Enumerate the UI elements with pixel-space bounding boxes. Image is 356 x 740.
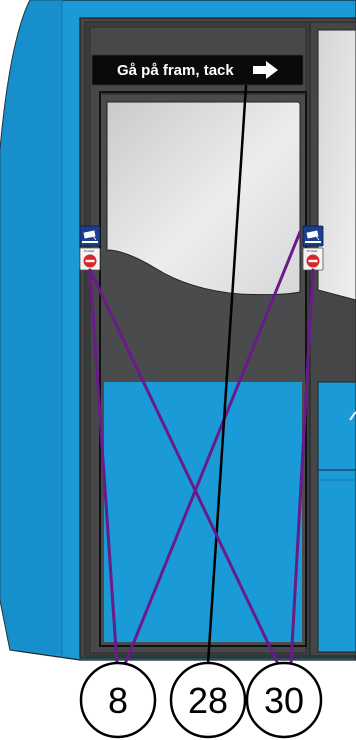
- door-sign-text: Gå på fram, tack: [117, 62, 234, 79]
- no-entry-caption: Endast: [84, 249, 95, 253]
- callout-label-28: 28: [188, 680, 228, 721]
- sticker-group-right: Endast: [303, 226, 323, 270]
- callout-28: 28: [171, 663, 245, 737]
- callout-label-8: 8: [108, 680, 128, 721]
- callout-30: 30: [247, 663, 321, 737]
- right-window: [318, 30, 356, 300]
- door-leaf: [100, 92, 306, 646]
- door-lower-panel: [104, 382, 302, 642]
- no-entry-caption: Endast: [307, 249, 318, 253]
- callout-label-30: 30: [264, 680, 304, 721]
- bus-front-shadow: [0, 0, 62, 655]
- right-panel: [310, 22, 356, 656]
- callouts: 8 28 30: [81, 663, 321, 737]
- sticker-group-left: Endast: [80, 226, 100, 270]
- callout-8: 8: [81, 663, 155, 737]
- door-sign: Gå på fram, tack: [92, 55, 303, 85]
